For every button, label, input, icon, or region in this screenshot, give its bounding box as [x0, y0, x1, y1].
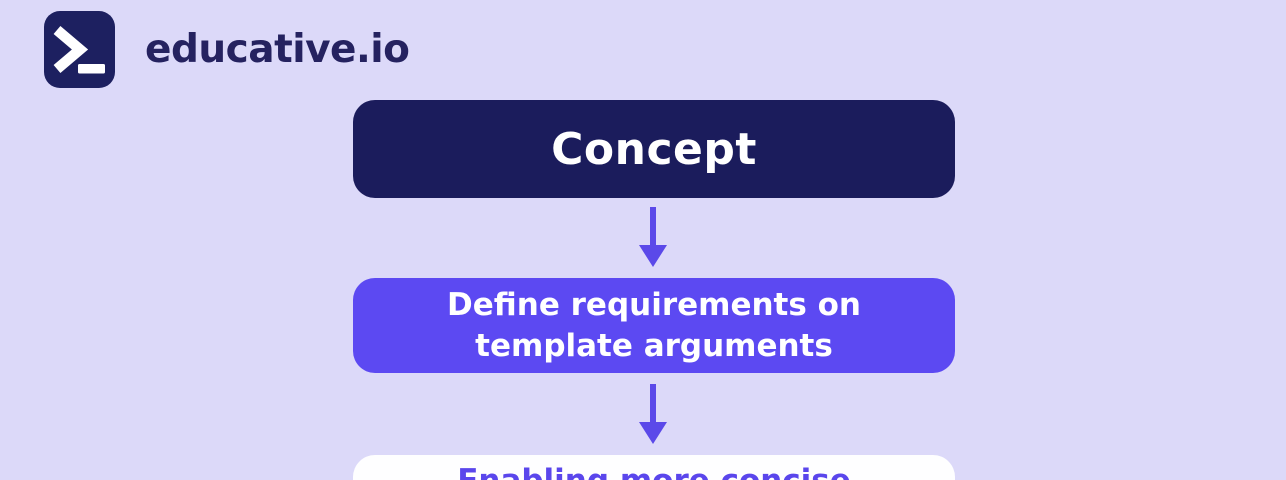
brand-name: educative.io	[145, 27, 410, 72]
flow-node-concept: Concept	[353, 100, 955, 198]
down-arrow-icon	[639, 384, 667, 444]
flow-node-define-requirements-line-1: Define requirements on	[447, 286, 861, 323]
flow-node-enabling-label: Enabling more concise	[457, 462, 851, 480]
flow-node-concept-label: Concept	[551, 123, 757, 175]
terminal-prompt-icon	[44, 11, 115, 88]
brand-logo: educative.io	[44, 11, 410, 88]
down-arrow-icon	[639, 207, 667, 267]
flow-node-define-requirements: Define requirements on template argument…	[353, 278, 955, 373]
flow-node-enabling-more-concise: Enabling more concise	[353, 455, 955, 480]
flow-node-define-requirements-line-2: template arguments	[475, 327, 833, 364]
